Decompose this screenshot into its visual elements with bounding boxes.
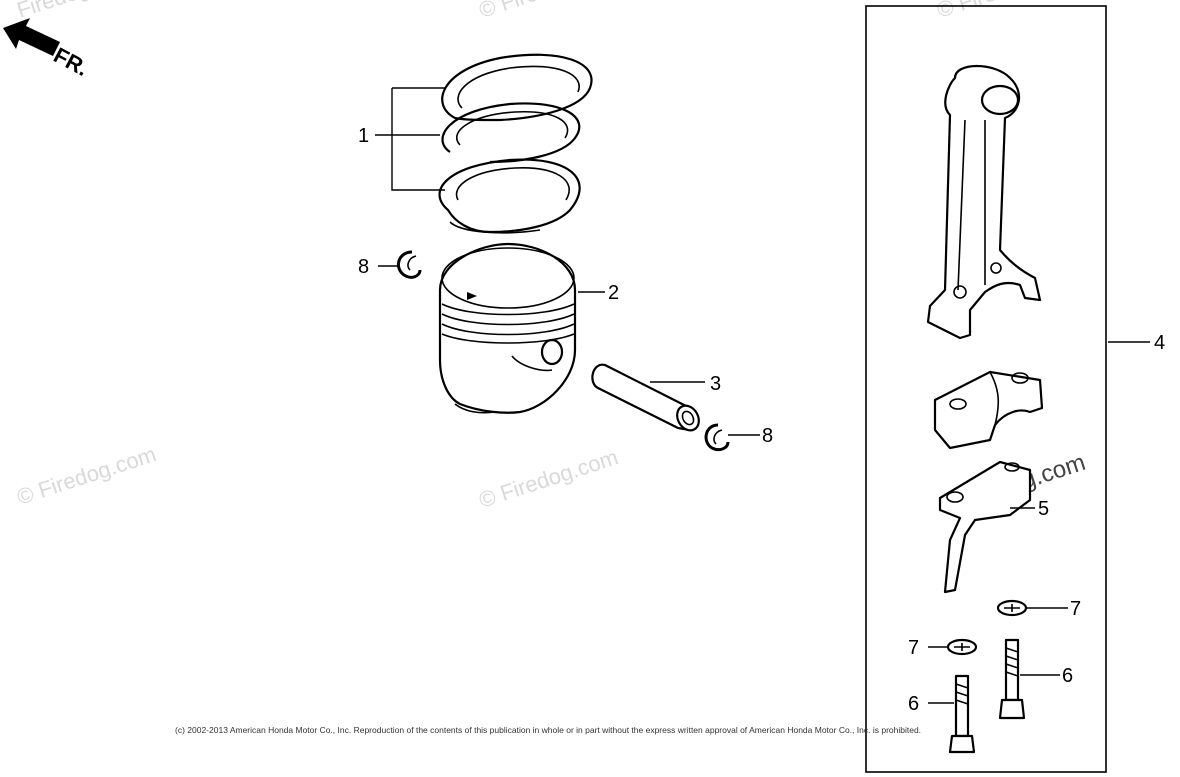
- connecting-rod-assembly-frame: [865, 5, 1107, 773]
- callout-connecting-rod: 4: [1154, 332, 1165, 354]
- lock-plate-left: [946, 638, 978, 656]
- watermark-1: © Firedog.com: [14, 441, 159, 509]
- callout-piston-pin: 3: [710, 373, 721, 395]
- callout-piston-rings: 1: [358, 125, 369, 147]
- connecting-rod-cap: [933, 370, 1044, 450]
- callout-rod-bolt-right: 6: [1062, 665, 1073, 687]
- pin-clip-left: [396, 250, 422, 279]
- watermark-6: Firedog.com: [14, 0, 138, 23]
- piston-arrow-icon: [467, 292, 477, 300]
- watermark-3: © Firedog.com: [476, 0, 621, 23]
- callout-lock-plate-left: 7: [908, 637, 919, 659]
- piston-rings: [438, 53, 593, 234]
- watermark-4: © Firedog.com: [934, 0, 1079, 23]
- rod-bolt-left: [948, 674, 976, 754]
- connecting-rod: [926, 65, 1042, 340]
- piston-pin: [591, 363, 700, 432]
- lock-plate-right: [996, 599, 1028, 617]
- callout-pin-clip-left: 8: [358, 256, 369, 278]
- callout-oil-dipper: 5: [1038, 498, 1049, 520]
- callout-piston: 2: [608, 282, 619, 304]
- copyright-notice: (c) 2002-2013 American Honda Motor Co., …: [175, 725, 922, 735]
- callout-lock-plate-right: 7: [1070, 598, 1081, 620]
- oil-dipper: [938, 460, 1032, 594]
- piston: [438, 242, 577, 414]
- callout-rod-bolt-left: 6: [908, 693, 919, 715]
- rod-bolt-right: [998, 638, 1026, 720]
- watermark-2: © Firedog.com: [476, 444, 621, 512]
- front-direction-indicator: FR.: [3, 18, 93, 81]
- callout-pin-clip-right: 8: [762, 425, 773, 447]
- pin-clip-right: [704, 423, 730, 452]
- front-arrow-icon: [3, 18, 60, 56]
- leader-1: [375, 87, 445, 191]
